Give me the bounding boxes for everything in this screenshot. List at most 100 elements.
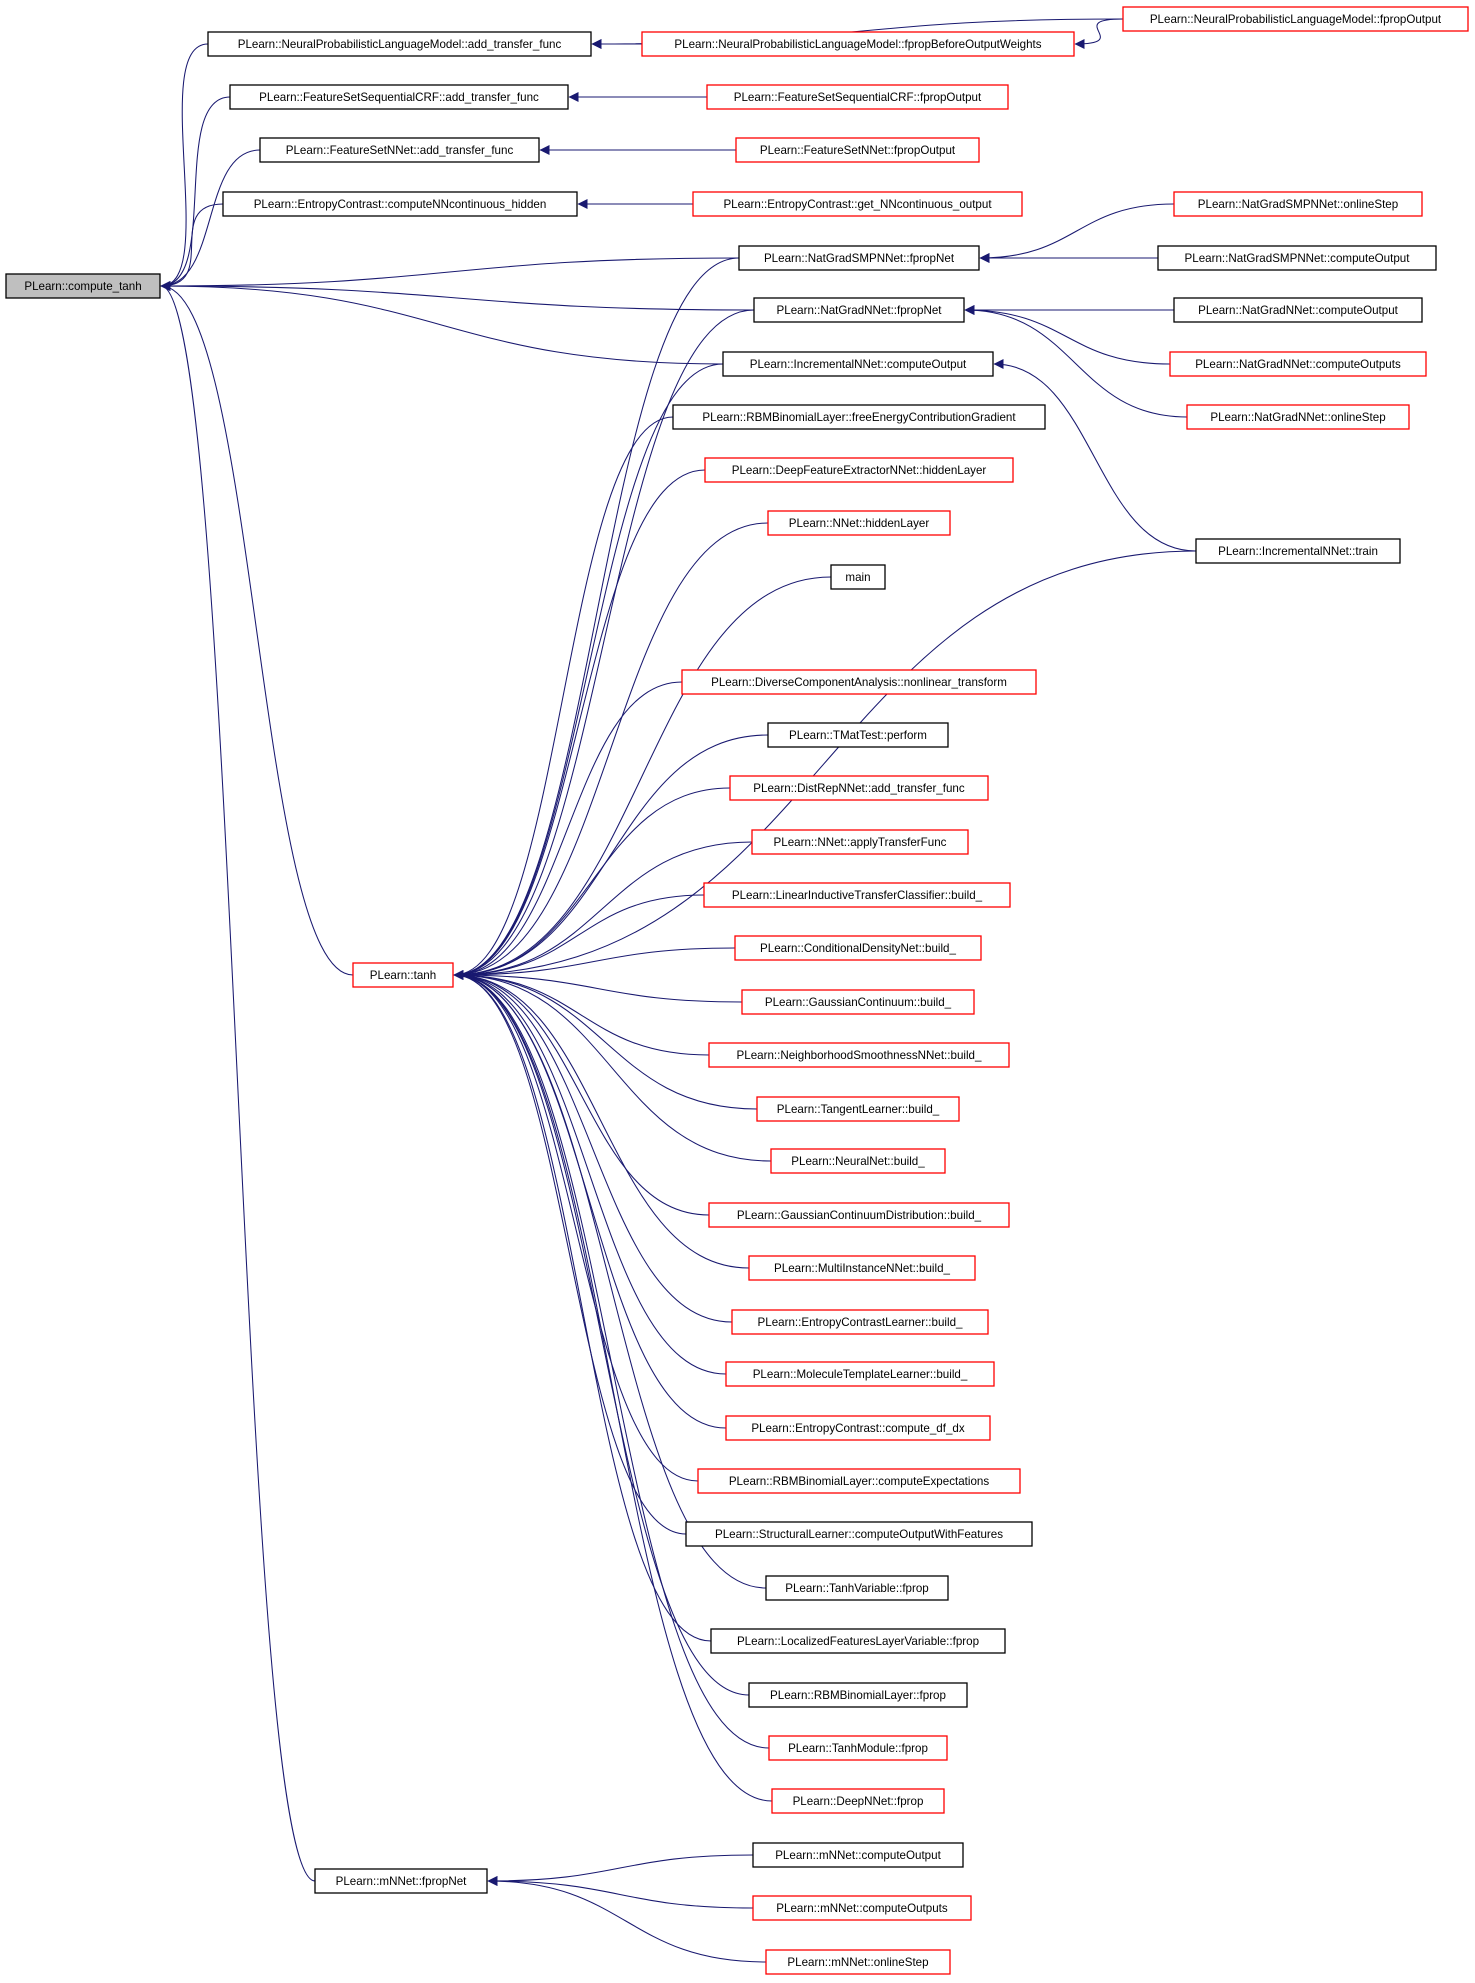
node-box[interactable]	[710, 1628, 1006, 1654]
node-box[interactable]	[1169, 351, 1427, 377]
node-box[interactable]	[753, 297, 965, 323]
node-nsnnet-build[interactable]: PLearn::NeighborhoodSmoothnessNNet::buil…	[708, 1042, 1010, 1068]
node-box[interactable]	[641, 31, 1075, 57]
node-gcd-build[interactable]: PLearn::GaussianContinuumDistribution::b…	[708, 1202, 1010, 1228]
node-inn-computeOutput[interactable]: PLearn::IncrementalNNet::computeOutput	[722, 351, 994, 377]
node-cdn-build[interactable]: PLearn::ConditionalDensityNet::build_	[734, 935, 982, 961]
node-box[interactable]	[770, 1148, 946, 1174]
node-gc-build[interactable]: PLearn::GaussianContinuum::build_	[741, 989, 975, 1015]
node-fsscrf-fpropOutput[interactable]: PLearn::FeatureSetSequentialCRF::fpropOu…	[706, 84, 1009, 110]
node-box[interactable]	[731, 1309, 989, 1335]
node-mnnet-fpropNet[interactable]: PLearn::mNNet::fpropNet	[314, 1868, 488, 1894]
node-ngsmp-fpropNet[interactable]: PLearn::NatGradSMPNNet::fpropNet	[738, 245, 980, 271]
node-fsnnet-add-transfer[interactable]: PLearn::FeatureSetNNet::add_transfer_fun…	[259, 137, 540, 163]
node-box[interactable]	[771, 1788, 945, 1814]
node-box[interactable]	[1173, 297, 1423, 323]
node-box[interactable]	[229, 84, 569, 110]
node-nplm-add-transfer[interactable]: PLearn::NeuralProbabilisticLanguageModel…	[207, 31, 592, 57]
node-box[interactable]	[756, 1096, 960, 1122]
node-rbmbl-fprop[interactable]: PLearn::RBMBinomialLayer::fprop	[748, 1682, 968, 1708]
node-nplm-fpropOutput[interactable]: PLearn::NeuralProbabilisticLanguageModel…	[1122, 6, 1469, 32]
node-tanhmod-fprop[interactable]: PLearn::TanhModule::fprop	[768, 1735, 948, 1761]
node-box[interactable]	[5, 273, 161, 299]
node-box[interactable]	[1173, 191, 1423, 217]
node-ec-getNN[interactable]: PLearn::EntropyContrast::get_NNcontinuou…	[692, 191, 1023, 217]
node-rbmbl-freeEnergy[interactable]: PLearn::RBMBinomialLayer::freeEnergyCont…	[672, 404, 1046, 430]
node-box[interactable]	[259, 137, 540, 163]
node-box[interactable]	[704, 457, 1014, 483]
node-box[interactable]	[706, 84, 1009, 110]
node-box[interactable]	[765, 1949, 951, 1975]
node-tanhvar-fprop[interactable]: PLearn::TanhVariable::fprop	[765, 1575, 949, 1601]
node-box[interactable]	[207, 31, 592, 57]
node-box[interactable]	[1157, 245, 1437, 271]
node-sl-computeOutputWF[interactable]: PLearn::StructuralLearner::computeOutput…	[685, 1521, 1033, 1547]
node-box[interactable]	[830, 564, 886, 590]
node-drnnet-add-transfer[interactable]: PLearn::DistRepNNet::add_transfer_func	[729, 775, 989, 801]
node-compute-tanh[interactable]: PLearn::compute_tanh	[5, 273, 161, 299]
node-ngn-computeOutput[interactable]: PLearn::NatGradNNet::computeOutput	[1173, 297, 1423, 323]
node-box[interactable]	[703, 882, 1011, 908]
node-box[interactable]	[752, 1842, 964, 1868]
node-box[interactable]	[708, 1202, 1010, 1228]
node-box[interactable]	[735, 137, 980, 163]
node-box[interactable]	[748, 1255, 976, 1281]
node-mnnet-onlineStep[interactable]: PLearn::mNNet::onlineStep	[765, 1949, 951, 1975]
node-box[interactable]	[765, 1575, 949, 1601]
node-box[interactable]	[222, 191, 578, 217]
node-box[interactable]	[708, 1042, 1010, 1068]
node-box[interactable]	[314, 1868, 488, 1894]
node-box[interactable]	[741, 989, 975, 1015]
node-deepnnet-fprop[interactable]: PLearn::DeepNNet::fprop	[771, 1788, 945, 1814]
node-ec-compute-df-dx[interactable]: PLearn::EntropyContrast::compute_df_dx	[725, 1415, 991, 1441]
node-mtl-build[interactable]: PLearn::MoleculeTemplateLearner::build_	[725, 1361, 995, 1387]
node-ngsmp-computeOutput[interactable]: PLearn::NatGradSMPNNet::computeOutput	[1157, 245, 1437, 271]
node-box[interactable]	[734, 935, 982, 961]
node-box[interactable]	[729, 775, 989, 801]
node-litc-build[interactable]: PLearn::LinearInductiveTransferClassifie…	[703, 882, 1011, 908]
node-box[interactable]	[1195, 538, 1401, 564]
node-box[interactable]	[725, 1415, 991, 1441]
node-box[interactable]	[722, 351, 994, 377]
node-box[interactable]	[725, 1361, 995, 1387]
node-mnnet-computeOutputs[interactable]: PLearn::mNNet::computeOutputs	[752, 1895, 972, 1921]
node-box[interactable]	[1186, 404, 1410, 430]
node-ngsmp-onlineStep[interactable]: PLearn::NatGradSMPNNet::onlineStep	[1173, 191, 1423, 217]
node-box[interactable]	[692, 191, 1023, 217]
node-main[interactable]: main	[830, 564, 886, 590]
node-box[interactable]	[352, 962, 454, 988]
node-box[interactable]	[748, 1682, 968, 1708]
node-box[interactable]	[751, 829, 969, 855]
node-box[interactable]	[752, 1895, 972, 1921]
node-box[interactable]	[1122, 6, 1469, 32]
node-ngn-onlineStep[interactable]: PLearn::NatGradNNet::onlineStep	[1186, 404, 1410, 430]
node-ec-computeNN[interactable]: PLearn::EntropyContrast::computeNNcontin…	[222, 191, 578, 217]
node-inn-train[interactable]: PLearn::IncrementalNNet::train	[1195, 538, 1401, 564]
node-lflv-fprop[interactable]: PLearn::LocalizedFeaturesLayerVariable::…	[710, 1628, 1006, 1654]
node-nplm-fpropBefore[interactable]: PLearn::NeuralProbabilisticLanguageModel…	[641, 31, 1075, 57]
node-box[interactable]	[768, 1735, 948, 1761]
node-box[interactable]	[767, 510, 951, 536]
node-tl-build[interactable]: PLearn::TangentLearner::build_	[756, 1096, 960, 1122]
node-ngn-fpropNet[interactable]: PLearn::NatGradNNet::fpropNet	[753, 297, 965, 323]
node-box[interactable]	[685, 1521, 1033, 1547]
node-box[interactable]	[672, 404, 1046, 430]
node-fsnnet-fpropOutput[interactable]: PLearn::FeatureSetNNet::fpropOutput	[735, 137, 980, 163]
node-box[interactable]	[697, 1468, 1021, 1494]
node-fsscrf-add-transfer[interactable]: PLearn::FeatureSetSequentialCRF::add_tra…	[229, 84, 569, 110]
node-box[interactable]	[738, 245, 980, 271]
node-neuralnet-build[interactable]: PLearn::NeuralNet::build_	[770, 1148, 946, 1174]
node-nnet-hiddenLayer[interactable]: PLearn::NNet::hiddenLayer	[767, 510, 951, 536]
node-dca-nonlinear[interactable]: PLearn::DiverseComponentAnalysis::nonlin…	[681, 669, 1037, 695]
node-dfe-hiddenLayer[interactable]: PLearn::DeepFeatureExtractorNNet::hidden…	[704, 457, 1014, 483]
node-nnet-applyTransfer[interactable]: PLearn::NNet::applyTransferFunc	[751, 829, 969, 855]
node-rbmbl-computeExp[interactable]: PLearn::RBMBinomialLayer::computeExpecta…	[697, 1468, 1021, 1494]
node-tanh[interactable]: PLearn::tanh	[352, 962, 454, 988]
node-ecl-build[interactable]: PLearn::EntropyContrastLearner::build_	[731, 1309, 989, 1335]
node-box[interactable]	[681, 669, 1037, 695]
node-minnet-build[interactable]: PLearn::MultiInstanceNNet::build_	[748, 1255, 976, 1281]
node-box[interactable]	[767, 722, 949, 748]
node-mnnet-computeOutput[interactable]: PLearn::mNNet::computeOutput	[752, 1842, 964, 1868]
node-ngn-computeOutputs[interactable]: PLearn::NatGradNNet::computeOutputs	[1169, 351, 1427, 377]
node-tmattest-perform[interactable]: PLearn::TMatTest::perform	[767, 722, 949, 748]
